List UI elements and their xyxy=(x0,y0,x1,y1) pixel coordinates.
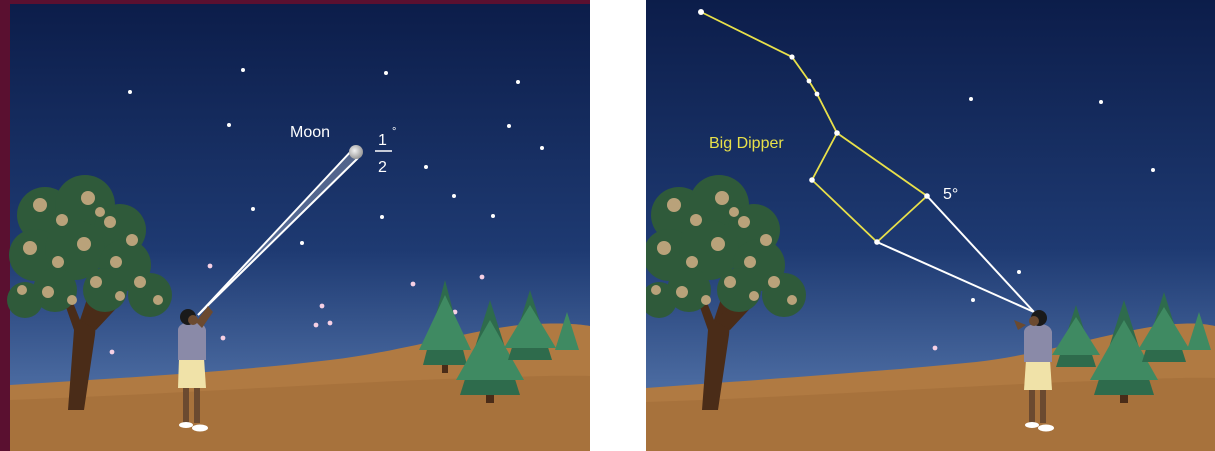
moon-icon xyxy=(349,145,363,159)
observer-person xyxy=(1014,310,1054,432)
oak-tree xyxy=(646,175,806,410)
moon-label: Moon xyxy=(290,124,330,141)
faint-stars xyxy=(932,345,938,351)
pine-trees xyxy=(419,280,579,403)
moon-diagram-panel: Moon 1 2 ° xyxy=(0,0,590,451)
oak-tree xyxy=(7,175,172,410)
pointer-sight-lines xyxy=(876,195,1035,313)
half-degree-fraction: 1 2 ° xyxy=(375,126,396,176)
fraction-numerator: 1 xyxy=(378,132,387,149)
fraction-denominator: 2 xyxy=(378,159,387,176)
degree-symbol: ° xyxy=(392,126,396,138)
big-dipper-scene: Big Dipper 5° xyxy=(646,0,1215,451)
moon-sight-lines xyxy=(197,147,359,316)
five-degree-label: 5° xyxy=(943,186,958,203)
faint-stars xyxy=(109,263,485,355)
big-dipper-diagram-panel: Big Dipper 5° xyxy=(646,0,1215,451)
moon-scene: Moon 1 2 ° xyxy=(0,0,590,451)
big-dipper-label: Big Dipper xyxy=(709,135,784,152)
stars xyxy=(128,68,544,245)
observer-person xyxy=(178,306,213,432)
pine-trees xyxy=(1052,292,1211,403)
